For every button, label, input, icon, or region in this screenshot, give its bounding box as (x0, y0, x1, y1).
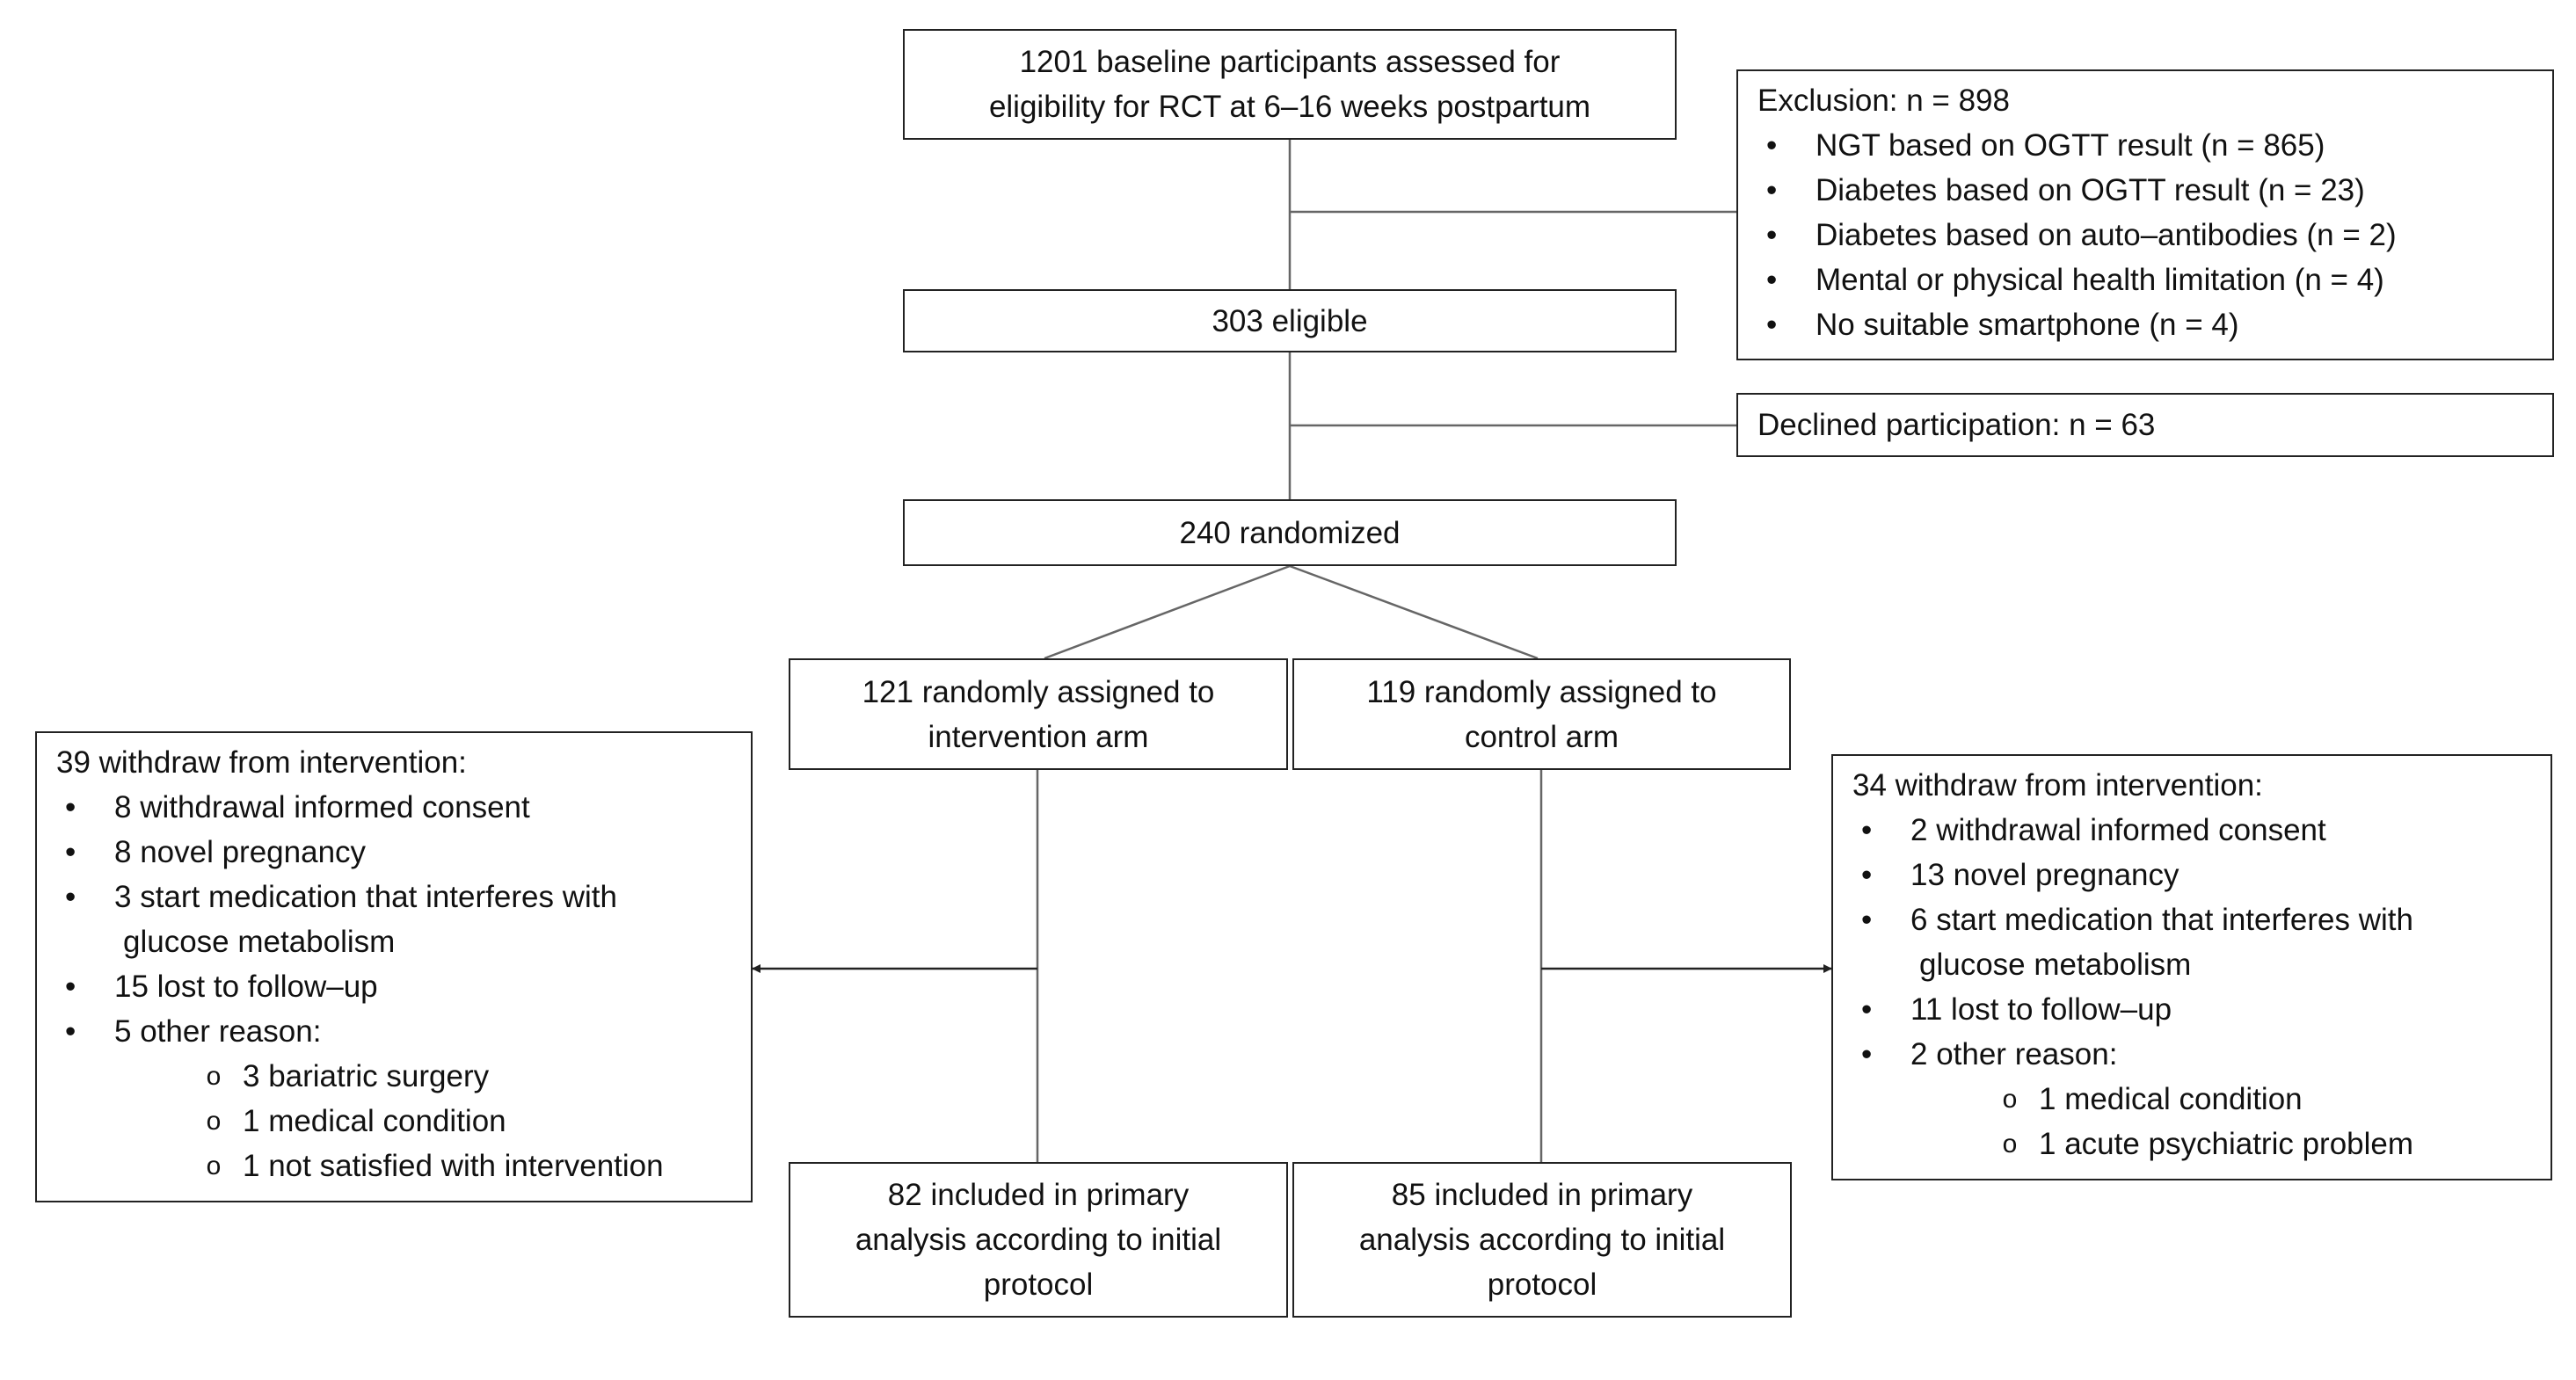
withdraw-right-item-text: 6 start medication that interferes with (1910, 903, 2413, 937)
exclusion-item: • Diabetes based on OGTT result (n = 23) (1757, 168, 2552, 213)
bullet: • (1766, 173, 1778, 207)
bullet: • (1861, 1037, 1873, 1071)
declined-box: Declined participation: n = 63 (1736, 393, 2554, 457)
exclusion-item-text: Mental or physical health limitation (n … (1816, 263, 2384, 297)
withdraw-right-item: • 2 other reason: (1852, 1032, 2551, 1077)
randomized-box: 240 randomized (903, 499, 1677, 566)
connector-randomized-to-intervention (1044, 564, 1291, 660)
exclusion-item-text: NGT based on OGTT result (n = 865) (1816, 128, 2325, 163)
randomized-text: 240 randomized (1179, 515, 1401, 550)
withdraw-left-subitem: o 3 bariatric surgery (56, 1054, 751, 1099)
intervention-arm-line-2: intervention arm (928, 719, 1149, 754)
withdraw-right-item-text: 2 withdrawal informed consent (1910, 813, 2326, 847)
control-arm-box: 119 randomly assigned to control arm (1292, 658, 1791, 770)
withdraw-right-item-continuation: glucose metabolism (1919, 948, 2192, 982)
connector-randomized-to-control (1289, 564, 1539, 660)
bullet: • (1861, 903, 1873, 937)
withdraw-left-subitem-text: 1 medical condition (243, 1104, 506, 1138)
bullet: • (65, 970, 76, 1004)
bullet: • (1861, 992, 1873, 1027)
exclusion-title: Exclusion: n = 898 (1757, 84, 2010, 118)
withdraw-left-subitem: o 1 not satisfied with intervention (56, 1144, 751, 1188)
exclusion-item-text: Diabetes based on auto–antibodies (n = 2… (1816, 218, 2397, 252)
included-right-line-3: protocol (1487, 1267, 1597, 1302)
assessed-box: 1201 baseline participants assessed for … (903, 29, 1677, 140)
exclusion-item-text: Diabetes based on OGTT result (n = 23) (1816, 173, 2365, 207)
withdraw-left-item-text: 3 start medication that interferes with (114, 880, 617, 914)
assessed-line-2: eligibility for RCT at 6–16 weeks postpa… (988, 90, 1591, 124)
withdraw-right-subitem-text: 1 acute psychiatric problem (2039, 1127, 2414, 1161)
withdraw-left-item: • 3 start medication that interferes with (56, 875, 751, 919)
bullet: • (1766, 308, 1778, 342)
bullet: • (65, 835, 76, 869)
withdraw-right-subitem: o 1 medical condition (1852, 1077, 2551, 1122)
included-left-line-2: analysis according to initial (855, 1223, 1222, 1257)
exclusion-item: • NGT based on OGTT result (n = 865) (1757, 123, 2552, 168)
eligible-box: 303 eligible (903, 289, 1677, 352)
control-arm-line-2: control arm (1464, 719, 1619, 754)
withdraw-right-item-text: 2 other reason: (1910, 1037, 2118, 1071)
withdraw-left-box: 39 withdraw from intervention: • 8 withdr… (35, 731, 753, 1202)
withdraw-left-item: • 5 other reason: (56, 1009, 751, 1054)
withdraw-right-box: 34 withdraw from intervention: • 2 withdr… (1831, 754, 2552, 1180)
exclusion-item-text: No suitable smartphone (n = 4) (1816, 308, 2239, 342)
withdraw-left-subitem-text: 1 not satisfied with intervention (243, 1149, 664, 1183)
withdraw-left-item-text: 5 other reason: (114, 1014, 322, 1049)
exclusion-item: • Diabetes based on auto–antibodies (n = … (1757, 213, 2552, 258)
withdraw-right-item-text: 11 lost to follow–up (1910, 992, 2172, 1027)
included-right-line-2: analysis according to initial (1358, 1223, 1726, 1257)
included-left-box: 82 included in primary analysis accordin… (789, 1162, 1288, 1318)
included-left-line-3: protocol (983, 1267, 1094, 1302)
withdraw-right-item: • 6 start medication that interferes with (1852, 897, 2551, 942)
sub-bullet: o (206, 1107, 222, 1136)
withdraw-left-item-continuation: glucose metabolism (123, 925, 396, 959)
exclusion-item: • Mental or physical health limitation (n… (1757, 258, 2552, 302)
bullet: • (65, 880, 76, 914)
withdraw-right-item-text: 13 novel pregnancy (1910, 858, 2179, 892)
withdraw-right-item: • 11 lost to follow–up (1852, 987, 2551, 1032)
withdraw-left-item-text: 15 lost to follow–up (114, 970, 378, 1004)
eligible-text: 303 eligible (1212, 303, 1368, 338)
sub-bullet: o (2002, 1129, 2018, 1158)
withdraw-left-item: • 8 novel pregnancy (56, 830, 751, 875)
withdraw-left-title: 39 withdraw from intervention: (56, 745, 467, 780)
intervention-arm-line-1: 121 randomly assigned to (862, 674, 1215, 709)
assessed-line-1: 1201 baseline participants assessed for (1019, 45, 1561, 79)
control-arm-line-1: 119 randomly assigned to (1366, 674, 1717, 709)
exclusion-item: • No suitable smartphone (n = 4) (1757, 302, 2552, 347)
withdraw-right-subitem-text: 1 medical condition (2039, 1082, 2303, 1116)
included-left-line-1: 82 included in primary (887, 1178, 1190, 1212)
withdraw-right-title: 34 withdraw from intervention: (1852, 768, 2263, 803)
sub-bullet: o (2002, 1085, 2018, 1114)
declined-text: Declined participation: n = 63 (1757, 408, 2156, 442)
withdraw-left-item-text: 8 withdrawal informed consent (114, 790, 530, 824)
exclusion-box: Exclusion: n = 898 • NGT based on OGTT re… (1736, 69, 2554, 360)
withdraw-left-item-text: 8 novel pregnancy (114, 835, 367, 869)
bullet: • (65, 790, 76, 824)
withdraw-left-item: • 8 withdrawal informed consent (56, 785, 751, 830)
sub-bullet: o (206, 1151, 222, 1180)
bullet: • (65, 1014, 76, 1049)
sub-bullet: o (206, 1062, 222, 1091)
withdraw-left-subitem-text: 3 bariatric surgery (243, 1059, 490, 1093)
intervention-arm-box: 121 randomly assigned to intervention ar… (789, 658, 1288, 770)
withdraw-right-item: • 13 novel pregnancy (1852, 853, 2551, 897)
withdraw-left-item: • 15 lost to follow–up (56, 964, 751, 1009)
withdraw-right-subitem: o 1 acute psychiatric problem (1852, 1122, 2551, 1166)
bullet: • (1766, 128, 1778, 163)
included-right-box: 85 included in primary analysis accordin… (1292, 1162, 1792, 1318)
bullet: • (1861, 858, 1873, 892)
withdraw-left-subitem: o 1 medical condition (56, 1099, 751, 1144)
bullet: • (1861, 813, 1873, 847)
bullet: • (1766, 218, 1778, 252)
included-right-line-1: 85 included in primary (1391, 1178, 1693, 1212)
withdraw-right-item: • 2 withdrawal informed consent (1852, 808, 2551, 853)
bullet: • (1766, 263, 1778, 297)
